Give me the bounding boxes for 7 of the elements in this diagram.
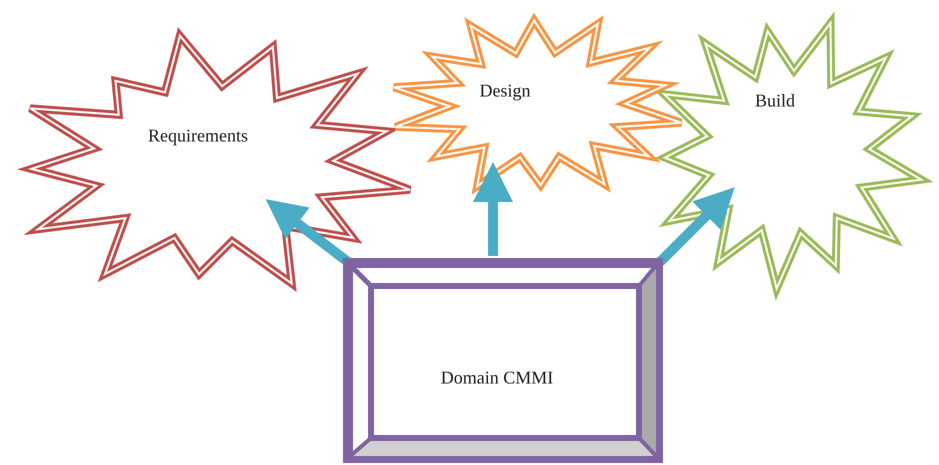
node-label: Build: [755, 90, 795, 112]
node-label: Requirements: [148, 126, 248, 146]
arrow: [473, 162, 513, 256]
arrow: [266, 199, 352, 266]
node-label: Design: [480, 80, 530, 102]
node-label: Domain CMMI: [440, 368, 554, 388]
arrow: [656, 187, 735, 266]
